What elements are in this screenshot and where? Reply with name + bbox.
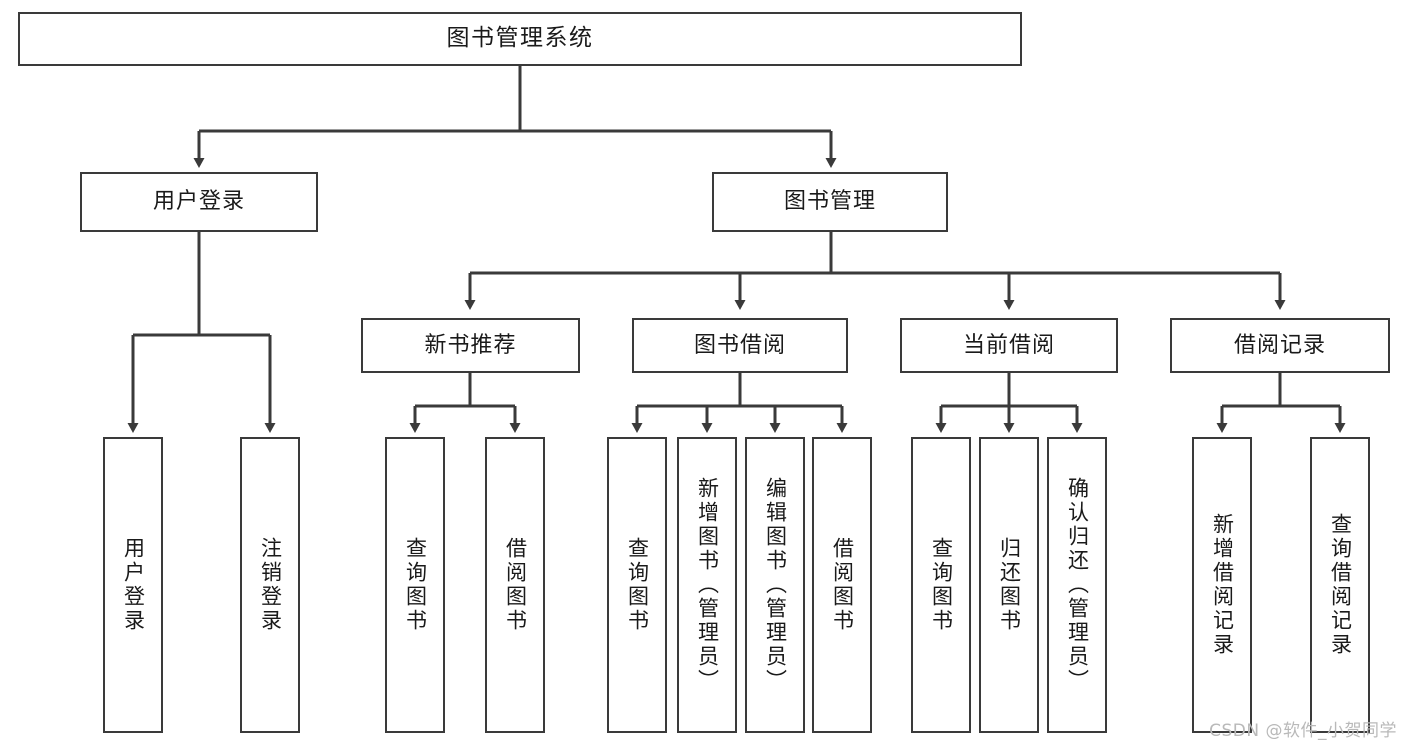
node-borrow-record-label: 借阅记录 <box>1233 332 1326 358</box>
leaf-user-login[interactable]: 用户登录 <box>103 437 163 733</box>
node-new-book-recommend[interactable]: 新书推荐 <box>361 318 580 373</box>
node-root[interactable]: 图书管理系统 <box>18 12 1022 66</box>
leaf-return-book[interactable]: 归还图书 <box>979 437 1039 733</box>
leaf-add-book-admin[interactable]: 新增图书（管理员） <box>677 437 737 733</box>
leaf-add-borrow-record-label: 新增借阅记录 <box>1210 513 1235 657</box>
leaf-query-book-2-label: 查询图书 <box>625 537 650 633</box>
leaf-edit-book-admin[interactable]: 编辑图书（管理员） <box>745 437 805 733</box>
node-book-borrow[interactable]: 图书借阅 <box>632 318 848 373</box>
node-current-borrow[interactable]: 当前借阅 <box>900 318 1118 373</box>
node-root-label: 图书管理系统 <box>446 25 594 52</box>
leaf-logout-login[interactable]: 注销登录 <box>240 437 300 733</box>
leaf-borrow-book-1[interactable]: 借阅图书 <box>485 437 545 733</box>
node-book-manage-label: 图书管理 <box>783 189 876 215</box>
leaf-query-book-3-label: 查询图书 <box>929 537 954 633</box>
leaf-borrow-book-1-label: 借阅图书 <box>503 537 528 633</box>
leaf-user-login-label: 用户登录 <box>121 537 146 633</box>
watermark-text: CSDN @软件_小贺同学 <box>1209 721 1397 741</box>
node-book-borrow-label: 图书借阅 <box>693 332 786 358</box>
leaf-query-borrow-record[interactable]: 查询借阅记录 <box>1310 437 1370 733</box>
leaf-borrow-book-2-label: 借阅图书 <box>830 537 855 633</box>
leaf-query-borrow-record-label: 查询借阅记录 <box>1328 513 1353 657</box>
leaf-edit-book-admin-label: 编辑图书（管理员） <box>763 477 788 693</box>
node-book-manage[interactable]: 图书管理 <box>712 172 948 232</box>
node-current-borrow-label: 当前借阅 <box>962 332 1055 358</box>
leaf-query-book-1[interactable]: 查询图书 <box>385 437 445 733</box>
leaf-borrow-book-2[interactable]: 借阅图书 <box>812 437 872 733</box>
leaf-logout-login-label: 注销登录 <box>258 537 283 633</box>
leaf-query-book-2[interactable]: 查询图书 <box>607 437 667 733</box>
node-new-book-recommend-label: 新书推荐 <box>424 332 517 358</box>
leaf-add-borrow-record[interactable]: 新增借阅记录 <box>1192 437 1252 733</box>
leaf-query-book-1-label: 查询图书 <box>403 537 428 633</box>
node-user-login-label: 用户登录 <box>152 189 245 215</box>
leaf-confirm-return-admin[interactable]: 确认归还（管理员） <box>1047 437 1107 733</box>
leaf-add-book-admin-label: 新增图书（管理员） <box>695 477 720 693</box>
leaf-confirm-return-admin-label: 确认归还（管理员） <box>1065 477 1090 693</box>
leaf-return-book-label: 归还图书 <box>997 537 1022 633</box>
node-borrow-record[interactable]: 借阅记录 <box>1170 318 1390 373</box>
leaf-query-book-3[interactable]: 查询图书 <box>911 437 971 733</box>
node-user-login[interactable]: 用户登录 <box>80 172 318 232</box>
